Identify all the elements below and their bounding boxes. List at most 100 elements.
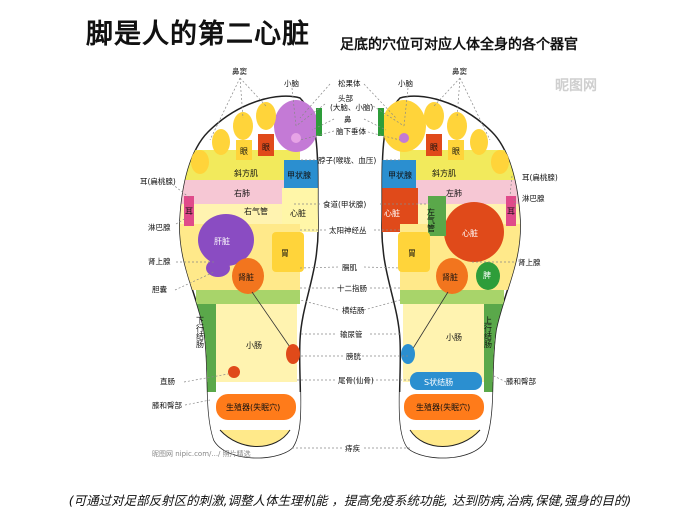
right-toe-4 <box>470 129 488 155</box>
right-bronchus-label: 左气管 <box>427 207 436 233</box>
label-sinus-right: 鼻窦 <box>452 66 467 76</box>
right-eye-zone-2 <box>448 140 464 160</box>
left-toe-3 <box>233 112 253 140</box>
watermark-right: 昵图网 <box>555 78 597 94</box>
right-stomach-zone <box>398 232 430 272</box>
right-eye-zone-1 <box>426 134 442 156</box>
label-lymph-left: 淋巴腺 <box>148 222 171 232</box>
label-nose: 鼻 <box>344 114 352 124</box>
right-lung-zone <box>400 180 521 204</box>
label-lymph-right: 淋巴腺 <box>522 193 545 203</box>
footer-caption: (可通过对足部反射区的刺激,调整人体生理机能 ，提高免疫系统功能, 达到防病,治… <box>68 493 632 508</box>
right-foot: 斜方肌 左肺 甲状腺 心脏 心脏 左气管 胃 肾脏 脾 小肠 S状结肠 生殖器(… <box>378 95 521 459</box>
left-stomach-zone <box>272 232 304 272</box>
right-eye-label-2: 眼 <box>452 147 460 156</box>
right-repro-zone <box>404 394 484 420</box>
left-transverse-zone <box>196 290 300 304</box>
right-esophagus-zone <box>428 196 446 236</box>
left-eye-zone-2 <box>236 140 252 160</box>
left-lung-zone <box>179 180 300 204</box>
right-toe-1-side <box>378 108 384 136</box>
left-toe-4 <box>212 129 230 155</box>
label-knee-hip-left: 膝和臀部 <box>152 400 182 410</box>
right-toe-3 <box>447 112 467 140</box>
left-toe-5 <box>191 150 209 174</box>
page-subtitle: 足底的穴位可对应人体全身的各个器官 <box>340 37 578 53</box>
label-cerebellum-left: 小脑 <box>284 78 299 88</box>
label-knee-hip-right: 膝和臀部 <box>506 376 536 386</box>
right-kidney-zone <box>436 258 468 294</box>
label-esophagus: 食道(甲状腺) <box>323 199 366 209</box>
left-stomach-label: 胃 <box>281 249 289 258</box>
right-heart-zone <box>444 202 504 262</box>
right-stomach-label: 胃 <box>408 249 416 258</box>
right-colon-label: 上行结肠 <box>484 316 493 349</box>
left-foot: 斜方肌 右肺 右气管 甲状腺 心脏 肝脏 胃 肾脏 小肠 生殖器(失眠穴) 下行… <box>179 95 322 459</box>
left-toe-1-side <box>316 108 322 136</box>
left-thyroid-zone <box>284 160 319 188</box>
label-neck: 脖子(喉咙、血压) <box>318 155 376 165</box>
right-eye-label-1: 眼 <box>430 143 438 152</box>
right-heart-label-small: 心脏 <box>384 208 400 218</box>
right-bladder-zone <box>401 344 415 364</box>
right-toe-2 <box>424 102 444 130</box>
label-duodenum: 十二指肠 <box>337 283 367 293</box>
left-trapezius-label: 斜方肌 <box>234 168 258 178</box>
label-pituitary: 脑下垂体 <box>336 126 366 136</box>
left-cerebellum-dot <box>291 133 301 143</box>
right-thyroid-label: 甲状腺 <box>388 170 412 180</box>
right-spleen-label: 脾 <box>483 270 491 280</box>
left-repro-zone <box>216 394 296 420</box>
label-transverse-colon: 横结肠 <box>342 305 365 315</box>
left-eye-label-1: 眼 <box>262 143 270 152</box>
label-hemorrhoid: 痔疾 <box>345 443 360 453</box>
left-liver-zone <box>198 214 254 266</box>
label-cerebellum-right: 小脑 <box>398 78 413 88</box>
label-diaphragm: 膈肌 <box>342 263 357 272</box>
label-solar-plexus: 太阳神经丛 <box>329 225 367 235</box>
right-small-int-label: 小肠 <box>446 333 462 342</box>
right-ureter-line <box>411 291 449 351</box>
left-rectum-zone <box>228 366 240 378</box>
label-bladder: 膀胱 <box>346 351 361 361</box>
left-eye-label-2: 眼 <box>240 147 248 156</box>
left-bladder-zone <box>286 344 300 364</box>
label-rectum: 直肠 <box>160 376 175 386</box>
label-pineal: 松果体 <box>338 78 361 88</box>
left-bronchus-label: 右气管 <box>244 206 268 216</box>
right-heel-arc <box>409 429 481 447</box>
label-head-sub: (大脑、小脑) <box>330 102 373 112</box>
left-colon-label: 下行结肠 <box>196 316 205 349</box>
right-ear-zone <box>506 196 516 226</box>
right-toe-5 <box>491 150 509 174</box>
right-trapezius-label: 斜方肌 <box>432 168 456 178</box>
right-cerebellum-dot <box>399 133 409 143</box>
left-liver-label: 肝脏 <box>214 236 230 246</box>
right-s-colon-label: S状结肠 <box>424 377 453 387</box>
page-title: 脚是人的第二心脏 <box>86 19 310 50</box>
label-gallbladder: 胆囊 <box>152 284 167 294</box>
watermark-left: 昵图网 nipic.com/.../ 照片精选 <box>152 450 251 458</box>
right-heart-label: 心脏 <box>462 228 478 238</box>
left-ureter-line <box>251 291 293 351</box>
right-trapezius-zone <box>400 150 521 180</box>
right-transverse-zone <box>400 290 504 304</box>
left-gallbladder-zone <box>206 259 230 277</box>
left-repro-label: 生殖器(失眠穴) <box>226 402 280 412</box>
right-lung-label: 左肺 <box>446 188 462 198</box>
right-small-int-zone <box>403 300 495 382</box>
callout-labels: 鼻窦 小脑 松果体 小脑 鼻窦 头部 (大脑、小脑) 鼻 脑下垂体 脖子(喉咙、… <box>140 66 558 453</box>
left-kidney-zone <box>232 258 264 294</box>
label-adrenal-left: 肾上腺 <box>148 256 171 266</box>
right-kidney-label: 肾脏 <box>442 272 458 282</box>
label-ear-tonsil-right: 耳(扁桃腺) <box>522 172 558 182</box>
left-thyroid-label: 甲状腺 <box>287 170 311 180</box>
right-ear-label: 耳 <box>507 207 515 216</box>
label-ureter: 输尿管 <box>340 329 363 339</box>
left-ear-zone <box>184 196 194 226</box>
label-adrenal-right: 肾上腺 <box>518 257 541 267</box>
left-lung-label: 右肺 <box>234 188 250 198</box>
right-thyroid-zone <box>381 160 416 188</box>
left-heel-arc <box>219 429 291 447</box>
